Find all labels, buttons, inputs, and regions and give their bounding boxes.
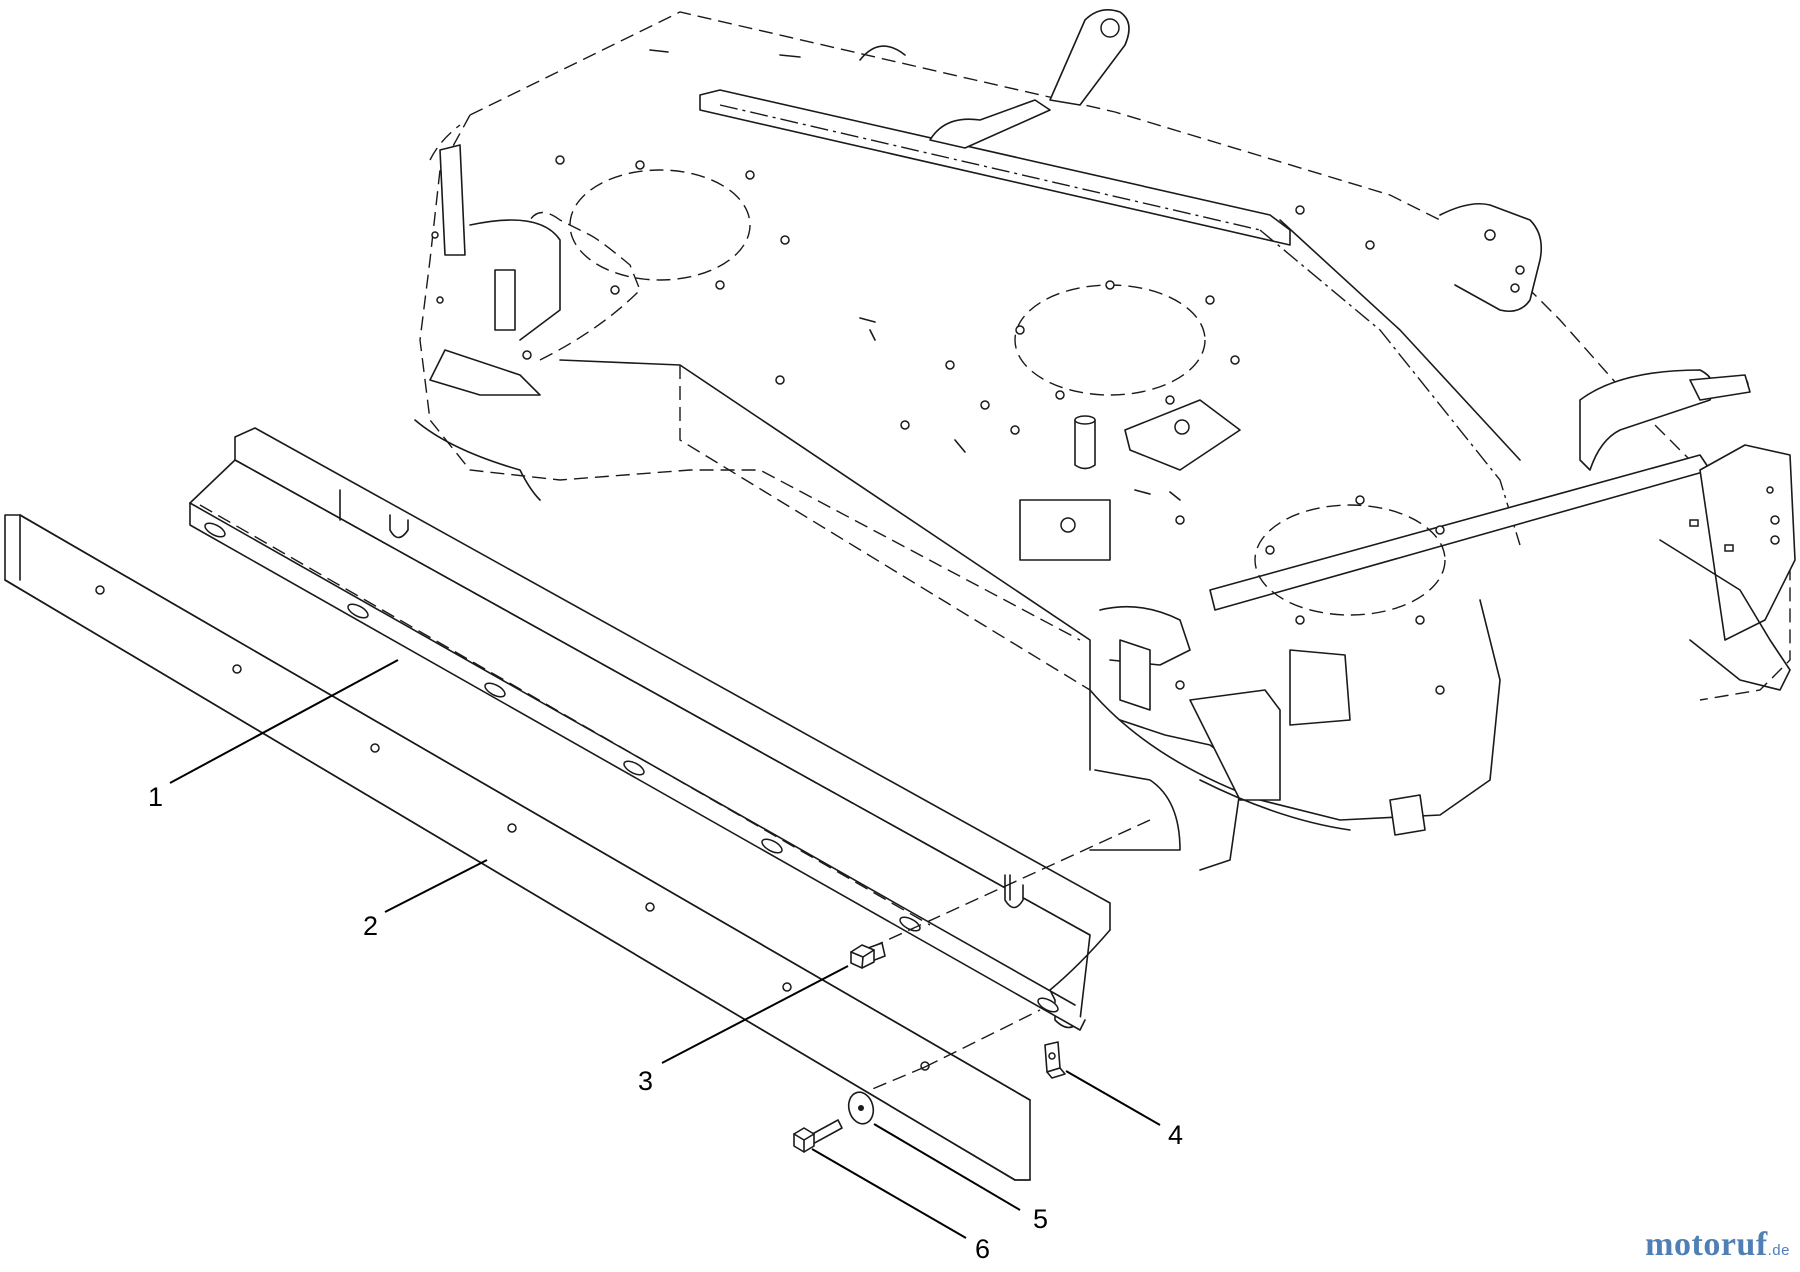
callout-leaders xyxy=(169,659,1161,1239)
callout-2: 2 xyxy=(363,911,378,941)
part-2-flap-strip xyxy=(4,514,1031,1181)
callout-6: 6 xyxy=(975,1234,990,1264)
watermark-logo: motoruf.de xyxy=(1645,1226,1790,1264)
part-1-baffle-bracket xyxy=(189,427,1111,1031)
deck-holes xyxy=(555,155,1445,715)
part-6-carriage-bolt xyxy=(793,1119,843,1153)
callout-3: 3 xyxy=(638,1066,653,1096)
mower-deck xyxy=(414,9,1796,871)
part-5-washer xyxy=(847,1091,875,1125)
leader-5 xyxy=(873,1123,1021,1211)
leader-2 xyxy=(384,859,488,913)
part-3-bolt xyxy=(850,942,886,969)
watermark-tld: .de xyxy=(1767,1242,1790,1259)
part-4-nut-clip xyxy=(1044,1041,1066,1079)
callout-4: 4 xyxy=(1168,1120,1183,1150)
leader-6 xyxy=(811,1148,967,1239)
leader-3 xyxy=(661,965,849,1064)
callout-5: 5 xyxy=(1033,1204,1048,1234)
watermark-text: motoruf xyxy=(1645,1226,1768,1263)
leader-4 xyxy=(1065,1070,1161,1126)
callout-labels: 1 2 3 4 5 6 xyxy=(148,782,1183,1264)
callout-1: 1 xyxy=(148,782,163,812)
leader-1 xyxy=(169,659,399,784)
assembly-alignment-lines xyxy=(199,504,1151,1091)
